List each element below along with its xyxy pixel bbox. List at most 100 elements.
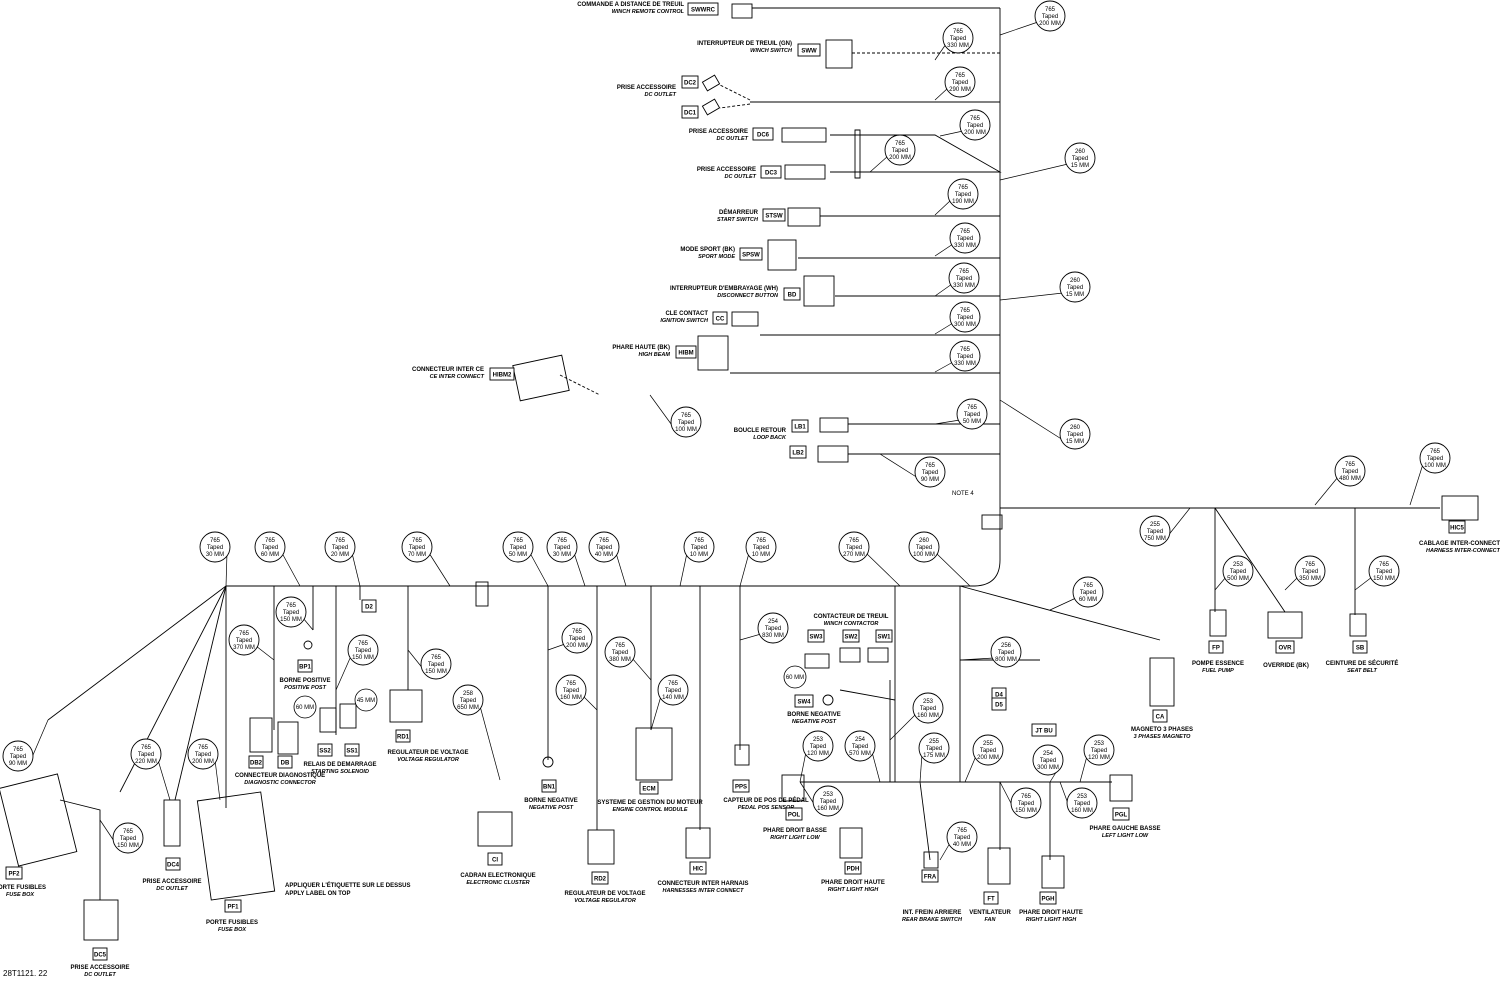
callout-line: 200 MM: [964, 130, 986, 136]
connector-id: STSW: [765, 214, 783, 220]
connector-id: D4: [995, 693, 1003, 699]
callout-line: Taped: [820, 799, 836, 805]
callout-line: 150 MM: [352, 655, 374, 661]
callout-line: 190 MM: [952, 199, 974, 205]
connector-label-fr: PHARE DROIT HAUTE: [821, 880, 885, 886]
connector-label-en: FUEL PUMP: [1202, 668, 1234, 674]
connector-id: RD1: [397, 735, 410, 741]
callout-line: Taped: [926, 746, 942, 752]
connector-label-fr: PHARE GAUCHE BASSE: [1089, 826, 1160, 832]
apply-label-en: APPLY LABEL ON TOP: [285, 891, 350, 897]
callout-line: Taped: [138, 752, 154, 758]
callout-line: 290 MM: [949, 87, 971, 93]
connector-label-fr: CABLAGE INTER-CONNECT: [1419, 541, 1500, 547]
connector-dc1: DC1: [681, 105, 699, 119]
connector-label-en: VOLTAGE REGULATOR: [574, 898, 636, 904]
callout-line: 300 MM: [1037, 765, 1059, 771]
connector-label-fr: BOUCLE RETOUR: [734, 428, 787, 434]
callout-line: 765: [960, 308, 971, 314]
callout-line: Taped: [1067, 432, 1083, 438]
connector-label-fr: PRISE ACCESSOIRE: [617, 85, 676, 91]
connector-id: PGH: [1041, 897, 1054, 903]
connector-id: D5: [995, 703, 1003, 709]
callout-line: 255: [929, 739, 940, 745]
callout-line: 765: [960, 347, 971, 353]
connector-id: SW1: [877, 635, 891, 641]
callout-line: 260: [1075, 149, 1086, 155]
callout-line: 765: [1430, 449, 1441, 455]
callout-line: 20 MM: [331, 552, 349, 558]
callout-line: Taped: [665, 688, 681, 694]
connector-label-en: HIGH BEAM: [639, 352, 671, 358]
callout-line: Taped: [1042, 14, 1058, 20]
connector-label-fr: CONNECTEUR INTER HARNAIS: [657, 881, 748, 887]
callout-line: 60 MM: [261, 552, 279, 558]
callout-line: 765: [198, 745, 209, 751]
connector-id: HIBM: [678, 351, 693, 357]
callout-line: Taped: [1080, 590, 1096, 596]
connector-id: D2: [365, 605, 373, 611]
connector-ss1: SS1: [344, 743, 360, 757]
callout-line: Taped: [554, 545, 570, 551]
callout-line: 256: [1001, 643, 1012, 649]
callout-line: Taped: [428, 662, 444, 668]
connector-label-fr: PRISE ACCESSOIRE: [689, 129, 748, 135]
connector-label-en: DIAGNOSTIC CONNECTOR: [244, 780, 315, 786]
callout-line: 120 MM: [1088, 755, 1110, 761]
callout-line: 200 MM: [192, 759, 214, 765]
figure-id: 28T1121. 22: [3, 969, 48, 978]
connector-id: CI: [492, 858, 498, 864]
callout-line: Taped: [954, 835, 970, 841]
connector-id: DC6: [757, 133, 770, 139]
callout-line: Taped: [810, 744, 826, 750]
connector-label-en: WINCH CONTACTOR: [824, 621, 879, 627]
callout-line: Taped: [612, 650, 628, 656]
callout-line: Taped: [1302, 569, 1318, 575]
callout-line: 765: [681, 413, 692, 419]
connector-label-en: LOOP BACK: [753, 435, 787, 441]
callout-line: 253: [813, 737, 824, 743]
connector-label-en: RIGHT LIGHT HIGH: [1026, 917, 1077, 923]
callout-line: Taped: [1018, 801, 1034, 807]
callout-line: 765: [412, 538, 423, 544]
connector-label-fr: CEINTURE DE SÉCURITÉ: [1326, 659, 1399, 667]
callout-line: Taped: [1072, 156, 1088, 162]
connector-label-fr: CONTACTEUR DE TREUIL: [814, 614, 889, 620]
dimension-label: 60 MM: [293, 695, 317, 719]
connector-id: SW3: [809, 635, 823, 641]
callout-line: Taped: [892, 148, 908, 154]
connector-id: DB2: [250, 761, 263, 767]
connector-id: OVR: [1278, 646, 1292, 652]
callout-line: Taped: [236, 638, 252, 644]
callout-line: 765: [335, 538, 346, 544]
connector-label-en: LEFT LIGHT LOW: [1102, 833, 1149, 839]
callout-line: 220 MM: [135, 759, 157, 765]
callout-line: Taped: [952, 80, 968, 86]
callout-line: 50 MM: [509, 552, 527, 558]
connector-label-fr: CLE CONTACT: [665, 311, 708, 317]
callout-line: 160 MM: [817, 806, 839, 812]
callout-line: 150 MM: [425, 669, 447, 675]
